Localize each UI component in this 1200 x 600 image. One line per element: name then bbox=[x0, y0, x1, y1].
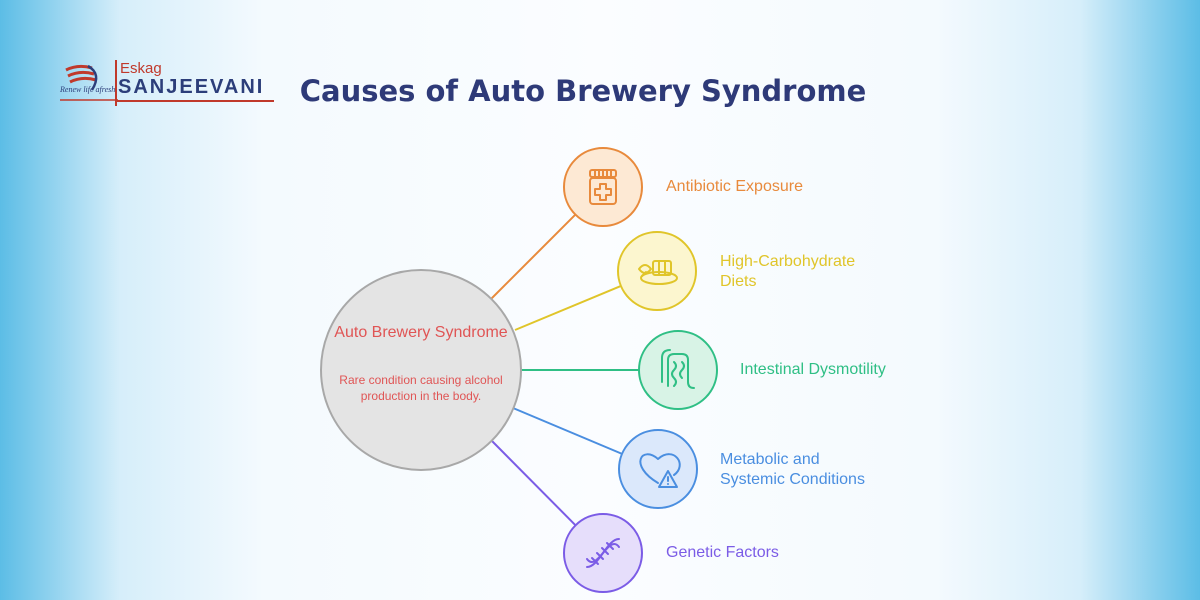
center-node-description: Rare condition causing alcohol productio… bbox=[339, 373, 503, 403]
bread-plate-icon bbox=[638, 260, 678, 285]
center-node-title: Auto Brewery Syndrome bbox=[334, 324, 508, 341]
cause-node-circle bbox=[638, 330, 718, 410]
pill-bottle-icon bbox=[589, 169, 617, 205]
cause-label-line: Systemic Conditions bbox=[720, 471, 865, 488]
cause-label-line: Diets bbox=[720, 273, 757, 290]
connector-line bbox=[490, 439, 577, 527]
logo-name-top: Eskag bbox=[120, 60, 162, 77]
cause-label-line: Metabolic and bbox=[720, 451, 820, 468]
connector-line bbox=[514, 285, 622, 331]
cause-label-line: Genetic Factors bbox=[666, 544, 779, 561]
cause-label: Antibiotic Exposure bbox=[666, 177, 803, 197]
cause-node-circle bbox=[563, 147, 643, 227]
cause-node bbox=[617, 231, 697, 311]
logo-tagline: Renew life afresh bbox=[60, 85, 116, 94]
cause-label: Intestinal Dysmotility bbox=[740, 360, 886, 380]
cause-node bbox=[618, 429, 698, 509]
connector-line bbox=[489, 213, 577, 301]
center-node bbox=[320, 269, 522, 471]
cause-label-line: Intestinal Dysmotility bbox=[740, 361, 886, 378]
cause-label: Genetic Factors bbox=[666, 543, 779, 563]
cause-node bbox=[563, 147, 643, 227]
cause-label-line: Antibiotic Exposure bbox=[666, 178, 803, 195]
intestine-icon bbox=[661, 349, 695, 389]
cause-node bbox=[563, 513, 643, 593]
cause-node bbox=[638, 330, 718, 410]
connector-line bbox=[512, 407, 623, 455]
heart-warning-icon bbox=[639, 453, 681, 488]
cause-node-circle bbox=[617, 231, 697, 311]
dna-icon bbox=[586, 538, 620, 568]
logo-underline bbox=[116, 100, 274, 102]
page-title: Causes of Auto Brewery Syndrome bbox=[299, 74, 867, 108]
logo-emblem-icon bbox=[60, 60, 118, 106]
cause-label-line: High-Carbohydrate bbox=[720, 253, 856, 270]
logo-name-main: SANJEEVANI bbox=[118, 76, 265, 98]
cause-node-circle bbox=[618, 429, 698, 509]
brand-logo: Eskag SANJEEVANI Renew life afresh bbox=[58, 56, 278, 112]
